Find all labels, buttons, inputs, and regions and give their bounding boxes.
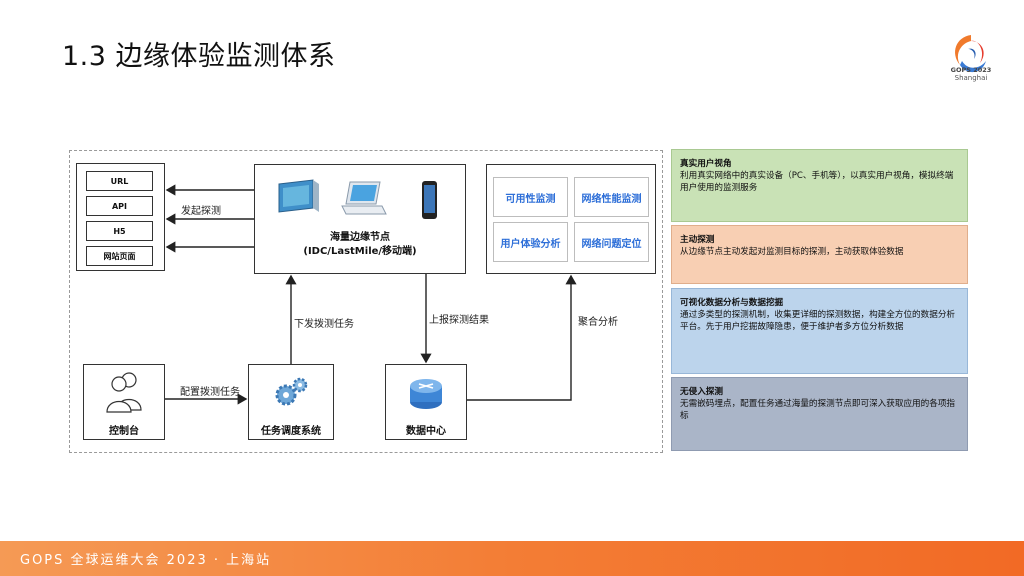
panel-title: 可视化数据分析与数据挖掘: [680, 298, 784, 308]
user-experience-analysis: 用户体验分析: [493, 222, 568, 262]
mobile-phone-icon: [422, 181, 437, 219]
panel-title: 主动探测: [680, 235, 715, 245]
panel-body: 利用真实网络中的真实设备（PC、手机等），以真实用户视角，模拟终端用户使用的监测…: [680, 171, 954, 193]
feature-panel-visual-analysis: 可视化数据分析与数据挖掘 通过多类型的探测机制，收集更详细的探测数据，构建全方位…: [671, 288, 968, 374]
router-icon: [410, 379, 442, 409]
panel-body: 无需嵌码埋点，配置任务通过海量的探测节点即可深入获取应用的各项指标: [680, 399, 956, 421]
diagram-frame: [69, 150, 663, 453]
panel-body: 通过多类型的探测机制，收集更详细的探测数据，构建全方位的数据分析平台。先于用户挖…: [680, 310, 956, 332]
footer-text: GOPS 全球运维大会 2023 · 上海站: [20, 553, 272, 568]
edge-node-title: 海量边缘节点: [330, 232, 390, 243]
monitor-icon: [278, 179, 319, 213]
network-performance-monitoring: 网络性能监测: [574, 177, 649, 217]
edge-label-report: 上报探测结果: [429, 315, 489, 326]
console-label: 控制台: [109, 426, 139, 437]
edge-label-configure: 配置拨测任务: [180, 387, 240, 398]
feature-panel-non-intrusive: 无侵入探测 无需嵌码埋点，配置任务通过海量的探测节点即可深入获取应用的各项指标: [671, 377, 968, 451]
target-website: 网站页面: [86, 246, 153, 266]
target-h5: H5: [86, 221, 153, 241]
feature-panel-active-probe: 主动探测 从边缘节点主动发起对监测目标的探测，主动获取体验数据: [671, 225, 968, 284]
gears-icon: [275, 377, 308, 406]
logo-title: GOPS 2023: [950, 66, 992, 74]
page-title: 1.3 边缘体验监测体系: [62, 41, 336, 72]
edge-label-aggregate: 聚合分析: [578, 317, 618, 328]
panel-title: 真实用户视角: [680, 159, 732, 169]
panel-title: 无侵入探测: [680, 387, 723, 397]
logo-city: Shanghai: [954, 74, 988, 82]
edge-node-subtitle: (IDC/LastMile/移动端): [303, 246, 417, 257]
users-icon: [106, 372, 142, 413]
panel-body: 从边缘节点主动发起对监测目标的探测，主动获取体验数据: [680, 247, 904, 257]
edge-label-probe: 发起探测: [181, 206, 221, 217]
availability-monitoring: 可用性监测: [493, 177, 568, 217]
scheduler-label: 任务调度系统: [261, 426, 321, 437]
target-url: URL: [86, 171, 153, 191]
feature-panel-real-user: 真实用户视角 利用真实网络中的真实设备（PC、手机等），以真实用户视角，模拟终端…: [671, 149, 968, 222]
edge-label-dispatch: 下发拨测任务: [294, 319, 354, 330]
arrow-aggregate: [467, 274, 577, 401]
datacenter-label: 数据中心: [406, 426, 446, 437]
laptop-icon: [341, 181, 387, 215]
gops-logo: [955, 35, 986, 73]
network-issue-locating: 网络问题定位: [574, 222, 649, 262]
target-api: API: [86, 196, 153, 216]
footer-bar: [0, 541, 1024, 576]
